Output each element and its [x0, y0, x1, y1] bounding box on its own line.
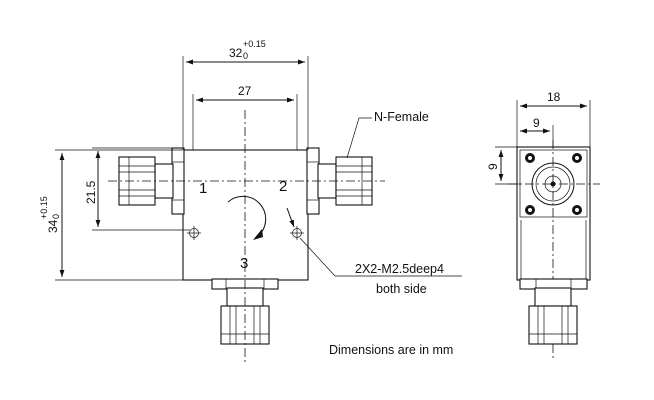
circulation-arrow-icon — [227, 195, 267, 237]
svg-text:9: 9 — [533, 116, 540, 130]
svg-text:0: 0 — [243, 51, 248, 61]
front-view: 1 2 3 32 +0.15 0 27 34 +0.15 0 — [39, 39, 462, 362]
svg-text:32: 32 — [229, 46, 243, 60]
mounting-hole-right — [290, 226, 304, 240]
flange-screw-icon — [525, 153, 582, 215]
port-1-label: 1 — [199, 180, 207, 197]
dimension-left-inner: 21.5 — [84, 147, 190, 231]
mounting-hole-left — [187, 226, 201, 240]
svg-text:34: 34 — [46, 219, 60, 233]
svg-text:9: 9 — [486, 163, 500, 170]
dimension-side-vertical: 9 — [486, 146, 520, 185]
n-female-callout: N-Female — [346, 110, 429, 159]
dimension-top-overall: 32 +0.15 0 — [182, 39, 309, 150]
housing-body — [182, 149, 309, 281]
svg-text:21.5: 21.5 — [84, 180, 98, 204]
dimension-side-half: 9 — [520, 116, 554, 147]
svg-text:18: 18 — [547, 90, 561, 104]
dimension-left-overall: 34 +0.15 0 — [39, 149, 183, 281]
svg-text:N-Female: N-Female — [374, 110, 429, 124]
svg-text:+0.15: +0.15 — [243, 39, 266, 49]
svg-text:27: 27 — [238, 84, 252, 98]
side-view: 18 9 9 — [486, 90, 600, 360]
svg-text:+0.15: +0.15 — [39, 196, 49, 219]
port-2-label: 2 — [279, 178, 287, 195]
dimension-top-inner: 27 — [192, 84, 298, 150]
units-note: Dimensions are in mm — [329, 343, 453, 357]
svg-text:2X2-M2.5deep4: 2X2-M2.5deep4 — [355, 262, 444, 276]
svg-text:0: 0 — [51, 214, 61, 219]
svg-text:both side: both side — [376, 282, 427, 296]
hole-spec-callout: 2X2-M2.5deep4 both side — [286, 207, 462, 296]
dimension-side-width: 18 — [516, 90, 591, 147]
port-3-label: 3 — [240, 255, 248, 272]
